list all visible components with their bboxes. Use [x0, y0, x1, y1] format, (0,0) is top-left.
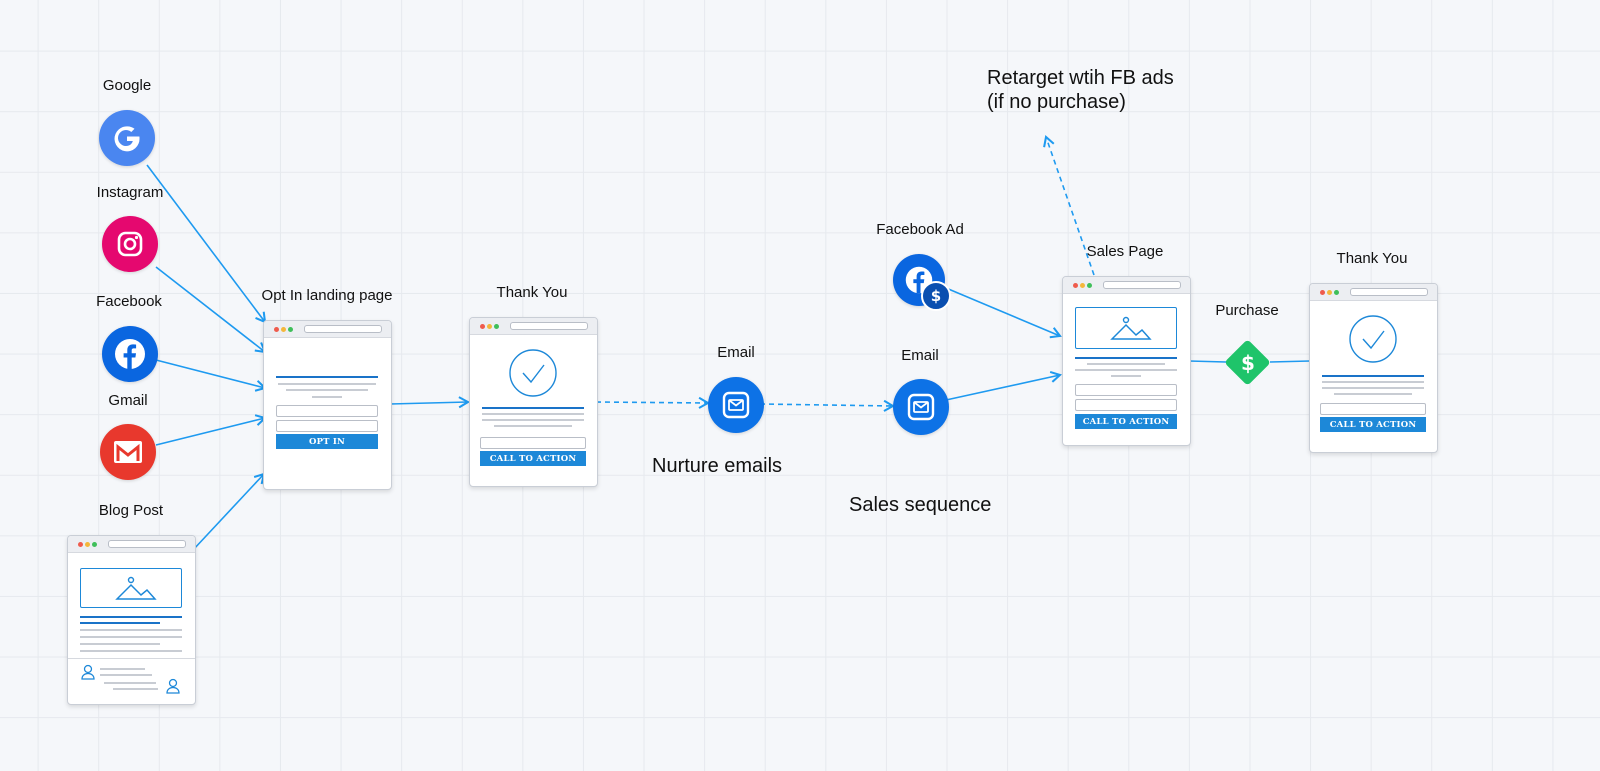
sales-sequence-label: Sales sequence: [849, 494, 992, 516]
email-icon[interactable]: [708, 377, 764, 433]
optin-page[interactable]: OPT IN: [263, 320, 392, 490]
thank-you-page[interactable]: CALL TO ACTION: [1309, 283, 1438, 453]
checkmark-icon: [1349, 315, 1397, 363]
arrow-thankyou-to-email: [595, 396, 711, 409]
sales-page-label: Sales Page: [1086, 243, 1164, 260]
thank-you-label: Thank You: [496, 284, 568, 301]
email-label: Email: [901, 347, 939, 364]
arrow-gmail-to-optin: [155, 414, 268, 446]
arrow-facebook-to-optin: [155, 359, 267, 392]
facebook-icon[interactable]: [102, 326, 158, 382]
form-field[interactable]: [1075, 399, 1177, 411]
gmail-label: Gmail: [108, 392, 148, 409]
form-field[interactable]: [480, 437, 586, 449]
instagram-icon[interactable]: [102, 216, 158, 272]
user-icon: [166, 678, 180, 694]
name-field[interactable]: [276, 405, 378, 417]
form-field[interactable]: [1320, 403, 1426, 415]
email-label: Email: [717, 344, 755, 361]
instagram-label: Instagram: [96, 184, 164, 201]
call-to-action-button[interactable]: CALL TO ACTION: [1320, 417, 1426, 432]
facebook-label: Facebook: [96, 293, 162, 310]
arrow-email-to-sales: [945, 370, 1063, 401]
retarget-line-1: Retarget wtih FB ads: [987, 67, 1174, 89]
arrow-google-to-optin: [146, 164, 267, 324]
form-field[interactable]: [1075, 384, 1177, 396]
gmail-icon[interactable]: [100, 424, 156, 480]
dollar-badge-icon: $: [921, 281, 951, 311]
google-label: Google: [102, 77, 152, 94]
call-to-action-button[interactable]: CALL TO ACTION: [1075, 414, 1177, 429]
blog-post-label: Blog Post: [98, 502, 164, 519]
google-icon[interactable]: [99, 110, 155, 166]
line-purchase-to-thankyou: [1269, 360, 1311, 363]
dollar-icon: $: [1241, 351, 1255, 375]
arrow-instagram-to-optin: [155, 266, 267, 354]
nurture-emails-label: Nurture emails: [652, 455, 783, 477]
user-icon: [81, 664, 95, 680]
facebook-ad-label: Facebook Ad: [876, 221, 964, 238]
image-placeholder-icon: [1075, 307, 1177, 349]
opt-in-button[interactable]: OPT IN: [276, 434, 378, 449]
purchase-label: Purchase: [1215, 302, 1279, 319]
sales-page[interactable]: CALL TO ACTION: [1062, 276, 1191, 446]
image-placeholder-icon: [80, 568, 182, 608]
arrow-optin-to-thankyou: [389, 396, 471, 409]
arrow-retarget: [1043, 135, 1095, 276]
optin-page-label: Opt In landing page: [261, 287, 393, 304]
email-field[interactable]: [276, 420, 378, 432]
thank-you-label: Thank You: [1336, 250, 1408, 267]
line-sales-to-purchase: [1188, 360, 1227, 363]
blog-post-page[interactable]: [67, 535, 196, 705]
email-icon[interactable]: [893, 379, 949, 435]
thank-you-page[interactable]: CALL TO ACTION: [469, 317, 598, 487]
arrow-email-to-email: [759, 399, 896, 412]
retarget-note: Retarget wtih FB ads (if no purchase): [987, 66, 1174, 114]
arrow-blog-to-optin: [192, 472, 266, 551]
retarget-line-2: (if no purchase): [987, 91, 1126, 113]
call-to-action-button[interactable]: CALL TO ACTION: [480, 451, 586, 466]
checkmark-icon: [509, 349, 557, 397]
arrow-fbad-to-sales: [945, 287, 1062, 339]
